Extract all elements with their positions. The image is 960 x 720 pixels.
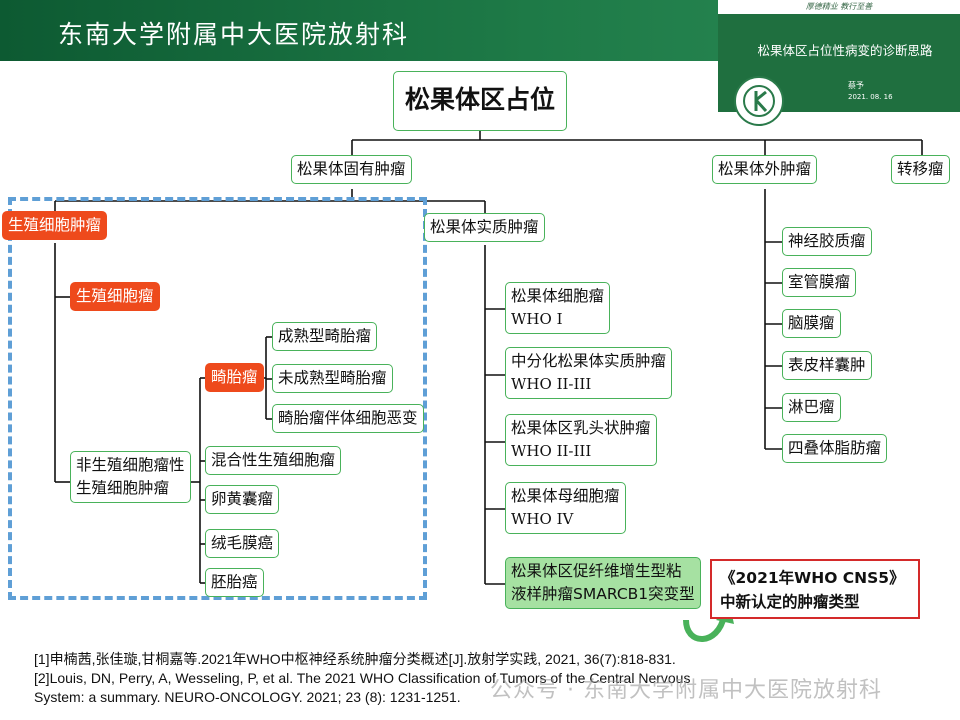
ppt-intermediate-grade: WHO II-III <box>511 375 592 393</box>
pineoblastoma-name: 松果体母细胞瘤 <box>511 487 620 505</box>
node-teratoma-immature: 未成熟型畸胎瘤 <box>272 364 393 393</box>
node-choriocarcinoma: 绒毛膜癌 <box>205 529 280 558</box>
callout-line1: 《2021年WHO CNS5》 <box>720 569 905 587</box>
node-lymphoma: 淋巴瘤 <box>782 393 841 422</box>
references: [1]申楠茜,张佳璇,甘桐嘉等.2021年WHO中枢神经系统肿瘤分类概述[J].… <box>34 650 690 707</box>
node-pineoblastoma: 松果体母细胞瘤 WHO IV <box>505 482 626 534</box>
node-intrinsic: 松果体固有肿瘤 <box>291 155 412 184</box>
ppt-intermediate-name: 中分化松果体实质肿瘤 <box>511 352 667 370</box>
node-pineocytoma: 松果体细胞瘤 WHO I <box>505 282 611 334</box>
thumbnail-title: 松果体区占位性病变的诊断思路 <box>757 43 933 58</box>
pineocytoma-grade: WHO I <box>511 310 563 328</box>
node-new-type: 松果体区促纤维增生型粘 液样肿瘤SMARCB1突变型 <box>505 557 701 609</box>
node-mixed-germ: 混合性生殖细胞瘤 <box>205 446 342 475</box>
node-parenchymal: 松果体实质肿瘤 <box>424 213 545 242</box>
pineocytoma-name: 松果体细胞瘤 <box>511 287 605 305</box>
node-nongerminoma-line1: 非生殖细胞瘤性 <box>76 456 185 474</box>
node-nongerminoma: 非生殖细胞瘤性 生殖细胞肿瘤 <box>70 451 191 503</box>
callout-line2: 中新认定的肿瘤类型 <box>720 593 860 611</box>
thumbnail-author: 蔡予 <box>848 81 864 90</box>
node-germinoma: 生殖细胞瘤 <box>70 282 160 311</box>
new-type-line1: 松果体区促纤维增生型粘 <box>511 562 682 580</box>
node-root: 松果体区占位 <box>393 71 567 131</box>
node-metastasis: 转移瘤 <box>891 155 950 184</box>
reference-1: [1]申楠茜,张佳璇,甘桐嘉等.2021年WHO中枢神经系统肿瘤分类概述[J].… <box>34 651 676 667</box>
node-teratoma-malignant: 畸胎瘤伴体细胞恶变 <box>272 404 424 433</box>
header-title: 东南大学附属中大医院放射科 <box>58 20 410 49</box>
papillary-grade: WHO II-III <box>511 442 592 460</box>
papillary-name: 松果体区乳头状肿瘤 <box>511 419 651 437</box>
watermark: 公众号 · 东南大学附属中大医院放射科 <box>490 678 882 703</box>
node-germ-cell: 生殖细胞肿瘤 <box>2 211 108 240</box>
pineoblastoma-grade: WHO IV <box>511 510 574 528</box>
title-thumbnail: 厚德精业 教行至善 松果体区占位性病变的诊断思路 蔡予 2021. 08. 16 <box>718 0 960 126</box>
new-type-line2: 液样肿瘤SMARCB1突变型 <box>511 585 695 603</box>
reference-2: [2]Louis, DN, Perry, A, Wesseling, P, et… <box>34 670 691 686</box>
who-cns5-callout: 《2021年WHO CNS5》 中新认定的肿瘤类型 <box>710 559 920 619</box>
node-lipoma: 四叠体脂肪瘤 <box>782 434 888 463</box>
node-extrinsic: 松果体外肿瘤 <box>712 155 818 184</box>
node-ppt-intermediate: 中分化松果体实质肿瘤 WHO II-III <box>505 347 673 399</box>
callout-arrow-icon <box>683 615 727 642</box>
thumbnail-date: 2021. 08. 16 <box>848 93 893 101</box>
germ-cell-dashed-region <box>8 197 427 600</box>
node-epidermoid: 表皮样囊肿 <box>782 351 872 380</box>
reference-2-cont: System: a summary. NEURO-ONCOLOGY. 2021;… <box>34 689 461 705</box>
node-teratoma: 畸胎瘤 <box>205 363 264 392</box>
node-glioma: 神经胶质瘤 <box>782 227 872 256</box>
node-teratoma-mature: 成熟型畸胎瘤 <box>272 322 378 351</box>
university-logo-icon <box>734 76 784 126</box>
node-nongerminoma-line2: 生殖细胞肿瘤 <box>76 479 170 497</box>
node-embryonal: 胚胎癌 <box>205 568 264 597</box>
node-papillary: 松果体区乳头状肿瘤 WHO II-III <box>505 414 657 466</box>
thumbnail-motto: 厚德精业 教行至善 <box>718 0 960 14</box>
node-yolk-sac: 卵黄囊瘤 <box>205 485 280 514</box>
node-ependymoma: 室管膜瘤 <box>782 268 857 297</box>
node-meningioma: 脑膜瘤 <box>782 309 841 338</box>
